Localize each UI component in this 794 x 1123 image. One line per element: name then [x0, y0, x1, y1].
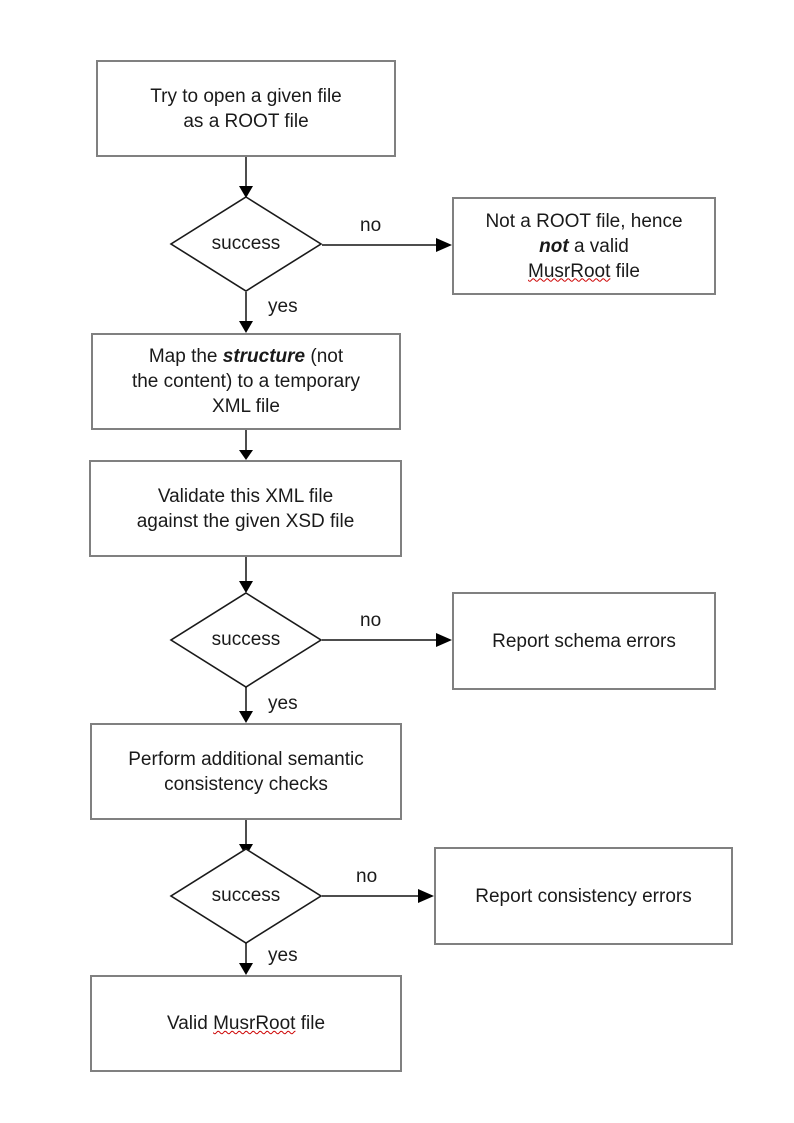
node-validate-line2: against the given XSD file [136, 510, 355, 532]
node-valid-line1-post: file [295, 1013, 326, 1034]
edge-label-no-1: no [360, 215, 382, 236]
node-try-open-root-file[interactable]: Try to open a given file as a ROOT file [96, 60, 396, 157]
node-report-schema-errors-text: Report schema errors [492, 630, 676, 652]
node-validate-line1: Validate this XML file [157, 485, 334, 507]
node-not-root-emphasis: not [539, 235, 569, 257]
node-map-line2: the content) to a temporary [131, 371, 361, 392]
node-report-consistency-errors-text: Report consistency errors [475, 885, 692, 907]
node-map-line3: XML file [212, 396, 280, 417]
edge-decision2-no [322, 633, 452, 647]
edge-label-yes-1: yes [268, 296, 298, 317]
node-report-schema-errors[interactable]: Report schema errors [452, 592, 716, 690]
edge-decision1-no [322, 238, 452, 252]
node-semantic-line2: consistency checks [164, 773, 328, 795]
diamond-shape-3 [169, 848, 323, 944]
node-validate-xml-against-xsd[interactable]: Validate this XML file against the given… [89, 460, 402, 557]
node-valid-musrroot-file-text: Valid MusrRoot file [98, 1011, 394, 1036]
edge-decision2-yes [239, 687, 253, 723]
node-map-emphasis: structure [222, 346, 306, 367]
edge-label-no-3: no [356, 866, 378, 887]
node-not-a-root-file-text: Not a ROOT file, hence not a valid MusrR… [460, 209, 708, 284]
node-not-root-musrroot: MusrRoot [528, 260, 611, 282]
edge-decision1-yes [239, 292, 253, 333]
node-decision-success-3[interactable]: success [169, 848, 323, 944]
node-start-line2: as a ROOT file [183, 110, 309, 132]
node-decision-success-1[interactable]: success [169, 196, 323, 292]
node-decision-success-2[interactable]: success [169, 592, 323, 688]
edge-label-yes-3: yes [268, 945, 298, 966]
node-semantic-line1: Perform additional semantic [128, 748, 364, 770]
edge-decision3-yes [239, 943, 253, 975]
edge-label-yes-2: yes [268, 693, 298, 714]
node-not-a-root-file[interactable]: Not a ROOT file, hence not a valid MusrR… [452, 197, 716, 295]
node-semantic-consistency-checks[interactable]: Perform additional semantic consistency … [90, 723, 402, 820]
node-map-line1-post: (not [305, 346, 344, 367]
edge-validate-to-decision2 [239, 557, 253, 593]
diamond-shape-1 [169, 196, 323, 292]
node-semantic-checks-text: Perform additional semantic consistency … [98, 747, 394, 797]
edge-map-to-validate [239, 430, 253, 460]
edge-decision3-no [322, 889, 434, 903]
node-try-open-root-file-text: Try to open a given file as a ROOT file [104, 84, 388, 134]
node-map-line1-pre: Map the [148, 346, 223, 367]
node-validate-xml-text: Validate this XML file against the given… [97, 484, 394, 534]
edge-label-no-2: no [360, 610, 382, 631]
node-start-line1: Try to open a given file [150, 85, 342, 107]
node-valid-musrroot-file[interactable]: Valid MusrRoot file [90, 975, 402, 1072]
edge-start-to-decision1 [239, 157, 253, 198]
node-map-structure-to-xml[interactable]: Map the structure (not the content) to a… [91, 333, 401, 430]
node-report-consistency-errors[interactable]: Report consistency errors [434, 847, 733, 945]
node-not-root-line2-rest: a valid [568, 235, 629, 257]
node-valid-line1-pre: Valid [166, 1013, 214, 1034]
node-not-root-line1: Not a ROOT file, hence [485, 210, 683, 232]
node-not-root-line3-rest: file [610, 260, 640, 282]
node-map-structure-text: Map the structure (not the content) to a… [99, 344, 393, 419]
node-valid-musrroot: MusrRoot [213, 1013, 296, 1034]
diamond-shape-2 [169, 592, 323, 688]
